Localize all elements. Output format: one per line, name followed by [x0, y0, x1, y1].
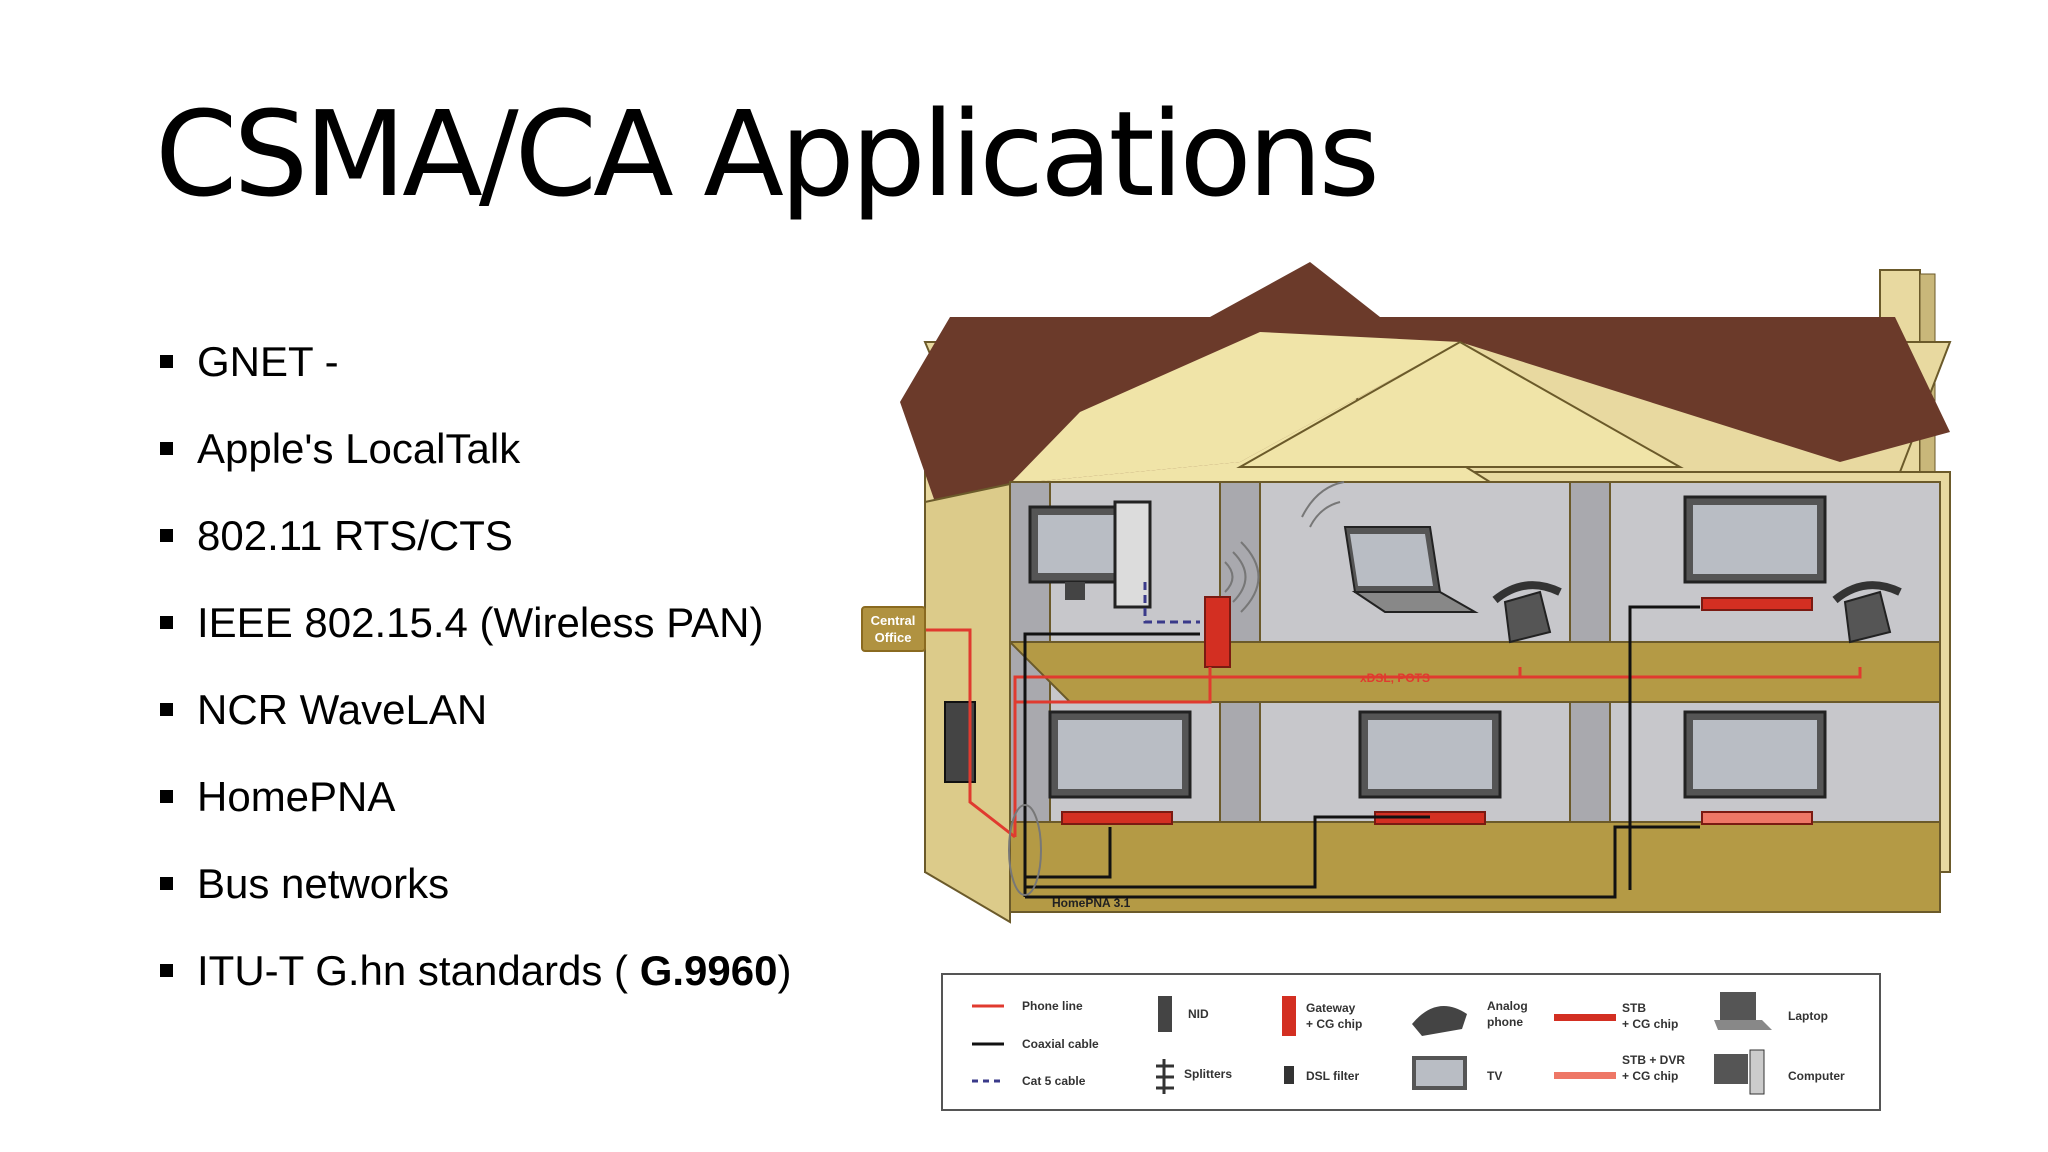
bullet-item: GNET -	[160, 318, 791, 405]
tv-legend-screen	[1416, 1060, 1463, 1086]
bullet-text: Apple's LocalTalk	[197, 424, 521, 472]
analog-phone-icon	[1832, 581, 1902, 644]
coax-wiring	[1023, 605, 1700, 899]
bullet-text: NCR WaveLAN	[197, 685, 488, 733]
tv-icon	[1358, 710, 1502, 825]
legend-label: DSL filter	[1306, 1069, 1359, 1083]
bullet-text: GNET -	[197, 337, 339, 385]
bullet-item: Bus networks	[160, 840, 791, 927]
cat5-wiring	[1143, 582, 1200, 624]
bullet-square-icon	[160, 703, 173, 716]
legend-label: Computer	[1788, 1069, 1845, 1083]
bullet-text: HomePNA	[197, 772, 396, 820]
home-network-diagram: Central Office xDSL, POTS HomePNA 3.1 Ph…	[861, 262, 1952, 1111]
bullet-item: 802.11 RTS/CTS	[160, 492, 791, 579]
central-office-box: Central Office	[861, 606, 926, 652]
analog-phone-icon	[1492, 581, 1562, 644]
bullet-list: GNET - Apple's LocalTalk 802.11 RTS/CTS …	[160, 318, 791, 1014]
legend-label: STB + DVR	[1622, 1053, 1685, 1067]
xdsl-pots-label: xDSL, POTS	[1360, 671, 1430, 685]
tv-icon	[1683, 495, 1827, 611]
analog-phone-legend-icon	[1412, 1006, 1467, 1036]
phone-line-wiring	[925, 628, 1862, 839]
roof	[900, 262, 1950, 502]
bullet-square-icon	[160, 442, 173, 455]
legend-label: STB	[1622, 1001, 1646, 1015]
nid-legend-icon	[1158, 996, 1172, 1032]
bullet-text: Bus networks	[197, 859, 450, 907]
laptop-legend-icon	[1714, 992, 1772, 1030]
computer-legend-icon	[1714, 1049, 1765, 1095]
gateway-icon	[1204, 541, 1260, 668]
legend-label: Cat 5 cable	[1022, 1074, 1086, 1088]
bullet-text: ITU-T G.hn standards ( G.9960)	[197, 947, 791, 995]
stb-legend-icon	[1554, 1014, 1616, 1021]
legend-label: + CG chip	[1622, 1069, 1678, 1083]
bullet-square-icon	[160, 790, 173, 803]
legend: Phone line Coaxial cable Cat 5 cable NID…	[941, 973, 1881, 1111]
legend-label: + CG chip	[1622, 1017, 1678, 1031]
slide-title: CSMA/CA Applications	[155, 85, 1380, 223]
stb-dvr-legend-icon	[1554, 1072, 1616, 1079]
central-office-label: Office	[875, 630, 912, 645]
bullet-square-icon	[160, 964, 173, 977]
bullet-item: Apple's LocalTalk	[160, 405, 791, 492]
legend-label: Analog	[1487, 999, 1528, 1013]
bullet-square-icon	[160, 616, 173, 629]
homepna-label: HomePNA 3.1	[1052, 896, 1131, 910]
bullet-item: HomePNA	[160, 753, 791, 840]
splitter-legend-icon	[1156, 1059, 1174, 1094]
splitter-highlight	[1008, 804, 1042, 896]
desktop-computer-icon	[1028, 500, 1152, 609]
dsl-filter-legend-icon	[1284, 1066, 1294, 1084]
bullet-item: ITU-T G.hn standards ( G.9960)	[160, 927, 791, 1014]
tv-icon	[1683, 710, 1827, 825]
legend-label: phone	[1487, 1015, 1523, 1029]
gateway-legend-icon	[1282, 996, 1296, 1036]
legend-label: TV	[1487, 1069, 1502, 1083]
laptop-icon	[1301, 481, 1479, 613]
bullet-text: 802.11 RTS/CTS	[197, 511, 513, 559]
bullet-text-after: )	[777, 946, 792, 994]
bullet-square-icon	[160, 529, 173, 542]
legend-label: Laptop	[1788, 1009, 1828, 1023]
bullet-text-bold: G.9960	[639, 946, 778, 994]
bullet-text-main: ITU-T G.hn standards (	[197, 946, 640, 994]
legend-label: Coaxial cable	[1022, 1037, 1099, 1051]
bullet-text: IEEE 802.15.4 (Wireless PAN)	[197, 598, 764, 646]
bullet-item: IEEE 802.15.4 (Wireless PAN)	[160, 579, 791, 666]
bullet-item: NCR WaveLAN	[160, 666, 791, 753]
bullet-square-icon	[160, 877, 173, 890]
bullet-square-icon	[160, 355, 173, 368]
legend-label: + CG chip	[1306, 1017, 1362, 1031]
legend-label: Phone line	[1022, 999, 1083, 1013]
central-office-label: Central	[871, 613, 916, 628]
legend-label: Splitters	[1184, 1067, 1232, 1081]
legend-label: NID	[1188, 1007, 1209, 1021]
legend-label: Gateway	[1306, 1001, 1356, 1015]
tv-icon	[1048, 710, 1192, 825]
